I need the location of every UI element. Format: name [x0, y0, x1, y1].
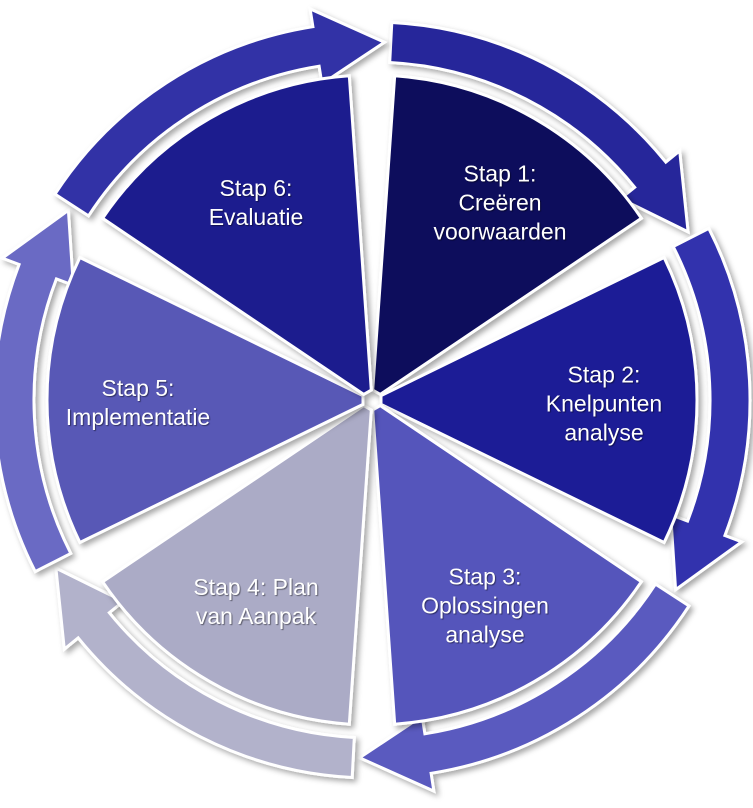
step-4-segment	[100, 403, 373, 726]
step-2-arrow	[669, 226, 752, 593]
step-6-segment	[100, 74, 373, 397]
step-3-arrow	[356, 582, 692, 794]
step-5-arrow	[0, 207, 75, 574]
step-3-label: Stap 3: Oplossingen analyse	[421, 563, 549, 648]
step-5-label: Stap 5: Implementatie	[65, 375, 211, 430]
step-3-segment	[371, 403, 644, 726]
step-1-segment	[371, 74, 644, 397]
step-2-label: Stap 2: Knelpunten analyse	[545, 361, 663, 446]
step-1-label: Stap 1: Creëren voorwaarden	[433, 160, 567, 245]
step-4-arrow	[54, 565, 356, 780]
step-5-segment	[45, 255, 365, 545]
step-6-label: Stap 6: Evaluatie	[208, 175, 304, 230]
step-4-label: Stap 4: Plan van Aanpak	[193, 574, 319, 629]
step-2-segment	[379, 255, 699, 545]
step-1-arrow	[388, 20, 690, 235]
step-6-arrow	[52, 6, 388, 218]
